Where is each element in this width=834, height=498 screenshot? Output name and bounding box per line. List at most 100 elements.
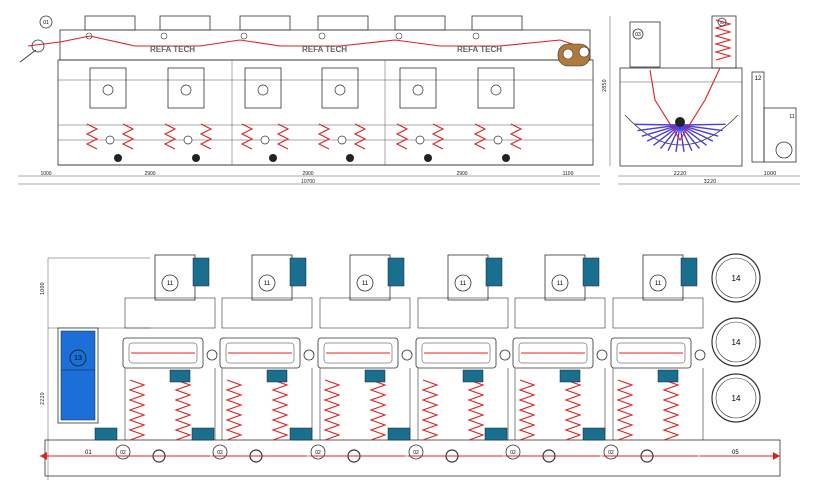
pump-motor bbox=[169, 369, 191, 383]
fabric-coil bbox=[276, 123, 290, 150]
fabric-coil bbox=[225, 379, 243, 441]
fabric-coil bbox=[395, 123, 409, 150]
vat-roller bbox=[679, 124, 723, 132]
fabric-coil bbox=[85, 123, 99, 150]
fabric-coil bbox=[271, 379, 289, 441]
support-wheel bbox=[192, 154, 200, 162]
end-fabric-coil bbox=[713, 19, 733, 61]
fabric-coil bbox=[163, 123, 177, 150]
vat-roller bbox=[679, 124, 707, 146]
upper-frame bbox=[612, 297, 704, 329]
fabric-reels: 14 14 14 bbox=[711, 253, 761, 423]
drive-label: 02 bbox=[120, 450, 126, 456]
reel-outer bbox=[711, 373, 761, 423]
bottom-roller bbox=[183, 135, 193, 145]
end-label-c: 12 bbox=[755, 76, 762, 82]
motor-unit-label: 11 bbox=[264, 281, 271, 287]
top-tanks bbox=[84, 15, 523, 40]
motor-unit-label: 11 bbox=[460, 281, 467, 287]
drive-label: 02 bbox=[217, 450, 223, 456]
tank-box bbox=[415, 337, 497, 369]
tank-inner bbox=[225, 342, 295, 364]
fabric-coil bbox=[616, 379, 634, 441]
support-wheel bbox=[502, 154, 510, 162]
drive-label: 02 bbox=[510, 450, 516, 456]
vat-roller bbox=[634, 123, 681, 126]
bottom-roller bbox=[493, 135, 503, 145]
fabric-coil bbox=[317, 123, 331, 150]
reel-label: 14 bbox=[732, 274, 741, 283]
bottom-roller bbox=[260, 135, 270, 145]
tank-roller bbox=[160, 32, 168, 40]
fabric-coil bbox=[662, 379, 680, 441]
tank-roller bbox=[472, 32, 480, 40]
end-label-a: 03 bbox=[635, 32, 641, 38]
module-roller bbox=[490, 84, 502, 96]
motor-circle bbox=[161, 274, 179, 292]
fabric-coil bbox=[431, 123, 445, 150]
top-tank bbox=[471, 15, 523, 31]
pump-motor bbox=[266, 369, 288, 383]
motor bbox=[680, 257, 698, 287]
drive-motor bbox=[582, 427, 606, 441]
guide-roller bbox=[596, 349, 608, 361]
end-fabric-path bbox=[649, 67, 721, 142]
motor bbox=[582, 257, 600, 287]
motor bbox=[387, 257, 405, 287]
tank-box bbox=[512, 337, 594, 369]
motor bbox=[192, 257, 210, 287]
upper-frame bbox=[221, 297, 313, 329]
fabric-coil bbox=[121, 123, 135, 150]
tank-box bbox=[317, 337, 399, 369]
dye-vat bbox=[624, 114, 739, 146]
reel-inner bbox=[715, 257, 757, 299]
dim-seg-3: 2900 bbox=[302, 171, 313, 177]
drive-motor bbox=[94, 427, 118, 441]
motor-unit-label: 11 bbox=[557, 281, 564, 287]
dye-module-box bbox=[399, 67, 437, 109]
entry-label: 01 bbox=[85, 450, 92, 456]
tank-inner bbox=[128, 342, 198, 364]
end-view: 03 02 12 11 2850 2220 1000 3220 bbox=[602, 15, 800, 185]
exit-label: 05 bbox=[732, 450, 739, 456]
vat-roller bbox=[679, 124, 719, 137]
reel-inner bbox=[715, 377, 757, 419]
drive-label: 02 bbox=[608, 450, 614, 456]
drive-motor bbox=[289, 427, 313, 441]
support-wheel bbox=[114, 154, 122, 162]
reel-label: 14 bbox=[732, 394, 741, 403]
plan-dim-lower: 2220 bbox=[40, 392, 46, 405]
dye-module-box bbox=[321, 67, 359, 109]
module-roller bbox=[257, 84, 269, 96]
dye-module-box bbox=[167, 67, 205, 109]
brand-logo-2: REFA TECH bbox=[302, 45, 347, 54]
bottom-roller bbox=[105, 135, 115, 145]
guide-roller bbox=[694, 349, 706, 361]
reel-label: 14 bbox=[732, 338, 741, 347]
motor-unit-label: 11 bbox=[167, 281, 174, 287]
tank-box bbox=[610, 337, 692, 369]
vat-roller bbox=[679, 124, 685, 152]
top-roller bbox=[39, 15, 53, 29]
guide-roller bbox=[401, 349, 413, 361]
tank-inner bbox=[323, 342, 393, 364]
upper-frame bbox=[514, 297, 606, 329]
fabric-coil bbox=[199, 123, 213, 150]
dye-module-box bbox=[244, 67, 282, 109]
brand-logo-3: REFA TECH bbox=[457, 45, 502, 54]
fabric-coil bbox=[518, 379, 536, 441]
motor bbox=[289, 257, 307, 287]
fabric-path bbox=[27, 35, 591, 51]
reel-inner bbox=[715, 321, 757, 363]
support-wheel bbox=[269, 154, 277, 162]
top-tank bbox=[159, 15, 211, 31]
vat-roller bbox=[679, 124, 714, 142]
end-label-b: 02 bbox=[720, 20, 725, 25]
support-wheel bbox=[424, 154, 432, 162]
end-dim-height: 2850 bbox=[602, 79, 608, 92]
dim-seg-1: 1000 bbox=[40, 171, 51, 177]
fabric-coil bbox=[174, 379, 192, 441]
machine-body bbox=[57, 59, 594, 166]
